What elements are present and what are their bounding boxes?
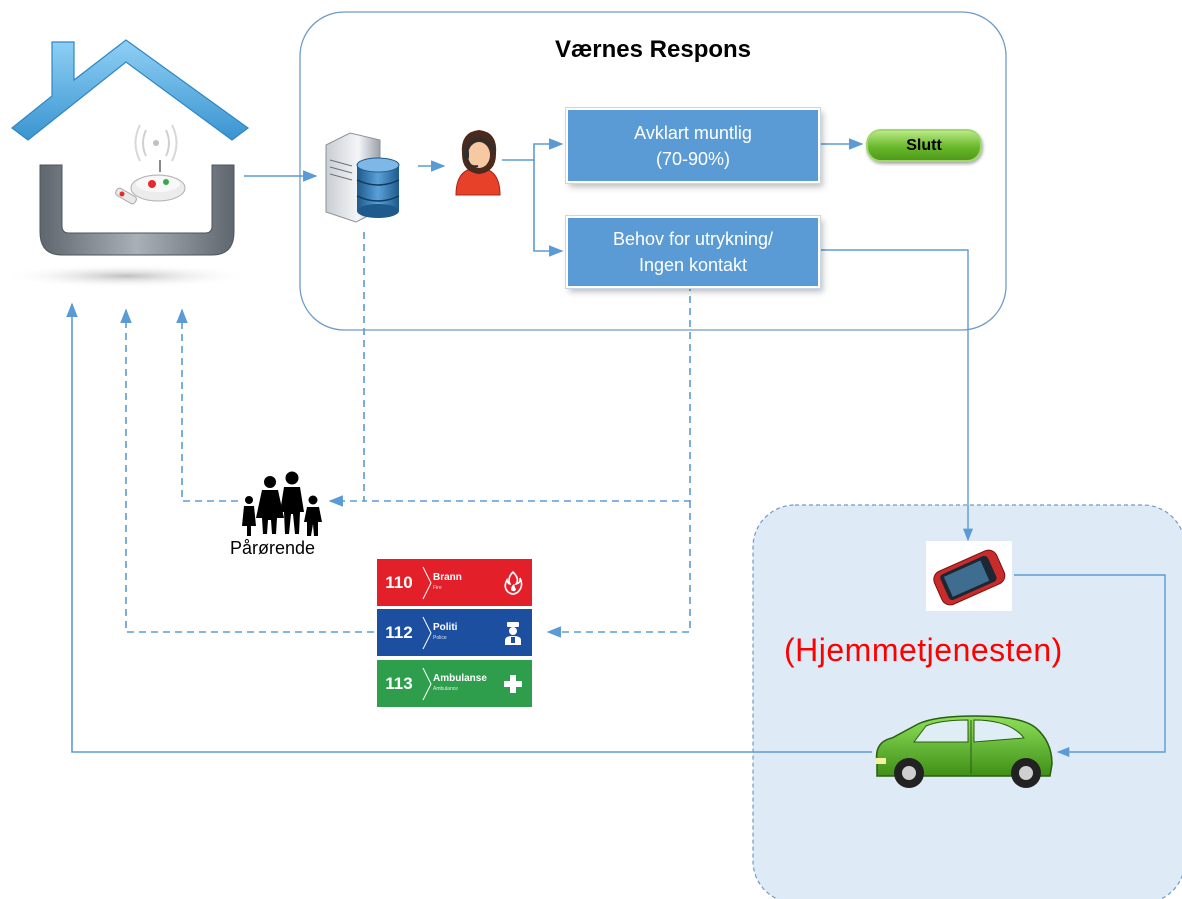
end-pill: Slutt [866, 129, 982, 162]
operator-to-resolved-arrow [502, 138, 564, 161]
emergency-sub: Fire [433, 584, 442, 591]
chevron-right-icon [422, 667, 432, 700]
respons-title: Værnes Respons [554, 36, 752, 63]
emergency-name: Ambulanse [433, 672, 487, 684]
emergency-name: Brann [433, 571, 462, 583]
needs-callout-box: Behov for utrykning/ Ingen kontakt [566, 216, 820, 288]
house-icon [1, 39, 251, 288]
fire-icon [499, 568, 527, 598]
emergency-number: 113 [385, 673, 413, 693]
phone-to-car-arrow [1014, 574, 1166, 758]
chevron-right-icon [422, 616, 432, 649]
home-service-label: (Hjemmetjenesten) [784, 632, 1063, 668]
family-icon [242, 471, 322, 536]
server-database-icon [325, 132, 400, 223]
cross-icon [499, 669, 527, 699]
resolved-verbally-box: Avklart muntlig (70-90%) [566, 108, 820, 183]
car-to-house-arrow [66, 302, 872, 753]
car-icon [875, 715, 1053, 788]
callout-line2: Ingen kontakt [638, 255, 748, 275]
emergency-number: 110 [385, 572, 413, 592]
resolved-line2: (70-90%) [655, 148, 731, 169]
operator-to-callout-arrow [533, 160, 564, 257]
relatives-to-house-arrow [176, 308, 238, 502]
resolved-line1: Avklart muntlig [634, 122, 752, 143]
emergency-number: 112 [385, 622, 413, 642]
chevron-right-icon [422, 566, 432, 599]
callout-line1: Behov for utrykning/ [612, 229, 774, 249]
safety-alarm-icon [115, 124, 186, 205]
emergency-sub: Ambulance [433, 685, 459, 692]
police-icon [499, 618, 527, 648]
emergency-sub: Police [433, 634, 447, 641]
callout-to-phone-arrow [820, 249, 974, 542]
respons-region [299, 11, 1007, 331]
home-service-region [752, 504, 1182, 899]
relatives-label: Pårørende [230, 538, 316, 558]
operator-icon [455, 130, 501, 196]
callout-to-relatives-arrow [364, 284, 691, 502]
mobile-phone-icon [926, 541, 1012, 611]
callout-to-emergency-arrow [546, 501, 691, 638]
emergency-name: Politi [433, 621, 458, 633]
server-to-relatives-arrow [328, 232, 365, 507]
emergency-to-house-arrow [120, 308, 374, 633]
